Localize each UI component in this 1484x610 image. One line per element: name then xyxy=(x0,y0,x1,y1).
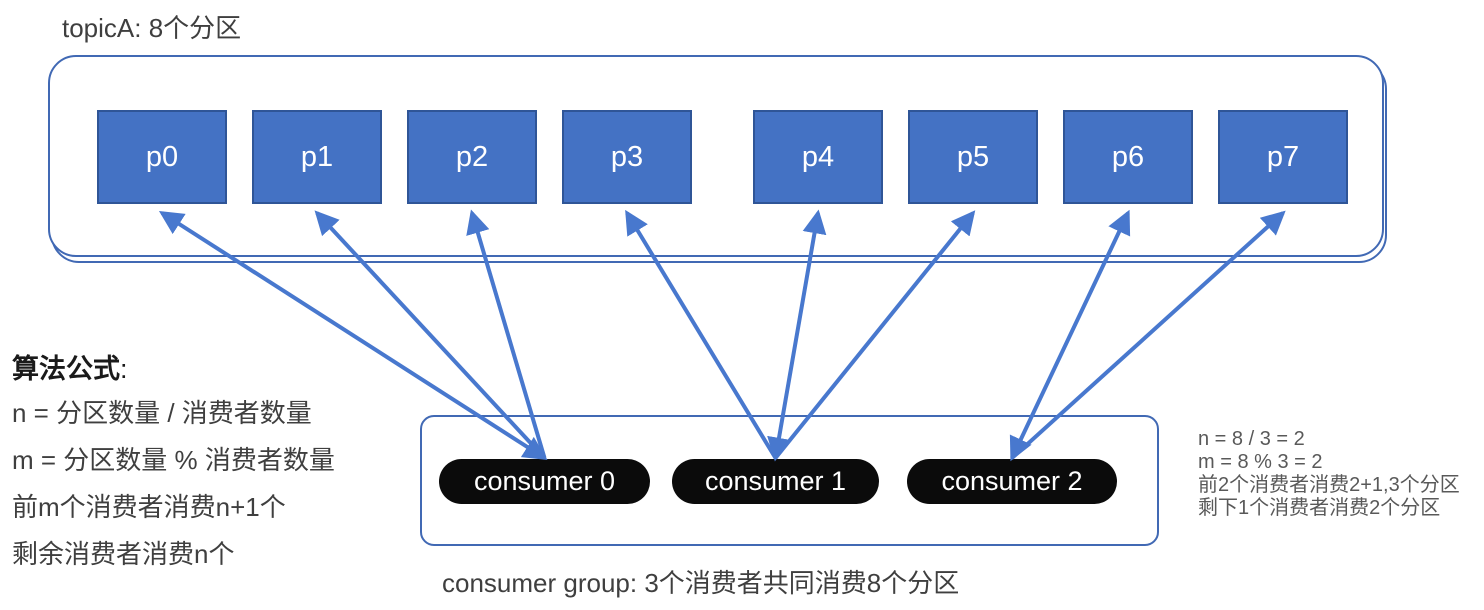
algorithm-line: 前m个消费者消费n+1个 xyxy=(12,492,286,522)
partitions-row: p0 p1 p2 p3 p4 p5 p6 p7 xyxy=(97,110,1348,204)
example-line: m = 8 % 3 = 2 xyxy=(1198,451,1323,473)
algorithm-line: m = 分区数量 % 消费者数量 xyxy=(12,445,335,475)
consumer-pill: consumer 0 xyxy=(439,459,650,504)
partition-box: p2 xyxy=(407,110,537,204)
topic-container: p0 p1 p2 p3 p4 p5 p6 p7 xyxy=(48,55,1384,257)
consumer-group-container: consumer 0 consumer 1 consumer 2 xyxy=(420,415,1159,546)
consumer-pill: consumer 2 xyxy=(907,459,1117,504)
algorithm-heading-text: 算法公式 xyxy=(12,354,120,384)
partition-box: p4 xyxy=(753,110,883,204)
example-line: 前2个消费者消费2+1,3个分区 xyxy=(1198,474,1460,496)
algorithm-heading: 算法公式: xyxy=(12,348,335,390)
partition-box: p7 xyxy=(1218,110,1348,204)
algorithm-heading-colon: : xyxy=(120,354,128,384)
example-line: 剩下1个消费者消费2个分区 xyxy=(1198,497,1441,519)
algorithm-block: 算法公式: n = 分区数量 / 消费者数量 m = 分区数量 % 消费者数量 … xyxy=(12,348,335,578)
partition-box: p1 xyxy=(252,110,382,204)
example-line: n = 8 / 3 = 2 xyxy=(1198,428,1305,450)
topic-title: topicA: 8个分区 xyxy=(62,13,242,43)
algorithm-line: 剩余消费者消费n个 xyxy=(12,539,235,569)
algorithm-line: n = 分区数量 / 消费者数量 xyxy=(12,398,312,428)
partition-box: p6 xyxy=(1063,110,1193,204)
consumer-pill: consumer 1 xyxy=(672,459,879,504)
example-block: n = 8 / 3 = 2 m = 8 % 3 = 2 前2个消费者消费2+1,… xyxy=(1198,428,1460,520)
partition-box: p0 xyxy=(97,110,227,204)
partition-box: p3 xyxy=(562,110,692,204)
consumer-group-caption: consumer group: 3个消费者共同消费8个分区 xyxy=(442,568,960,598)
partition-box: p5 xyxy=(908,110,1038,204)
